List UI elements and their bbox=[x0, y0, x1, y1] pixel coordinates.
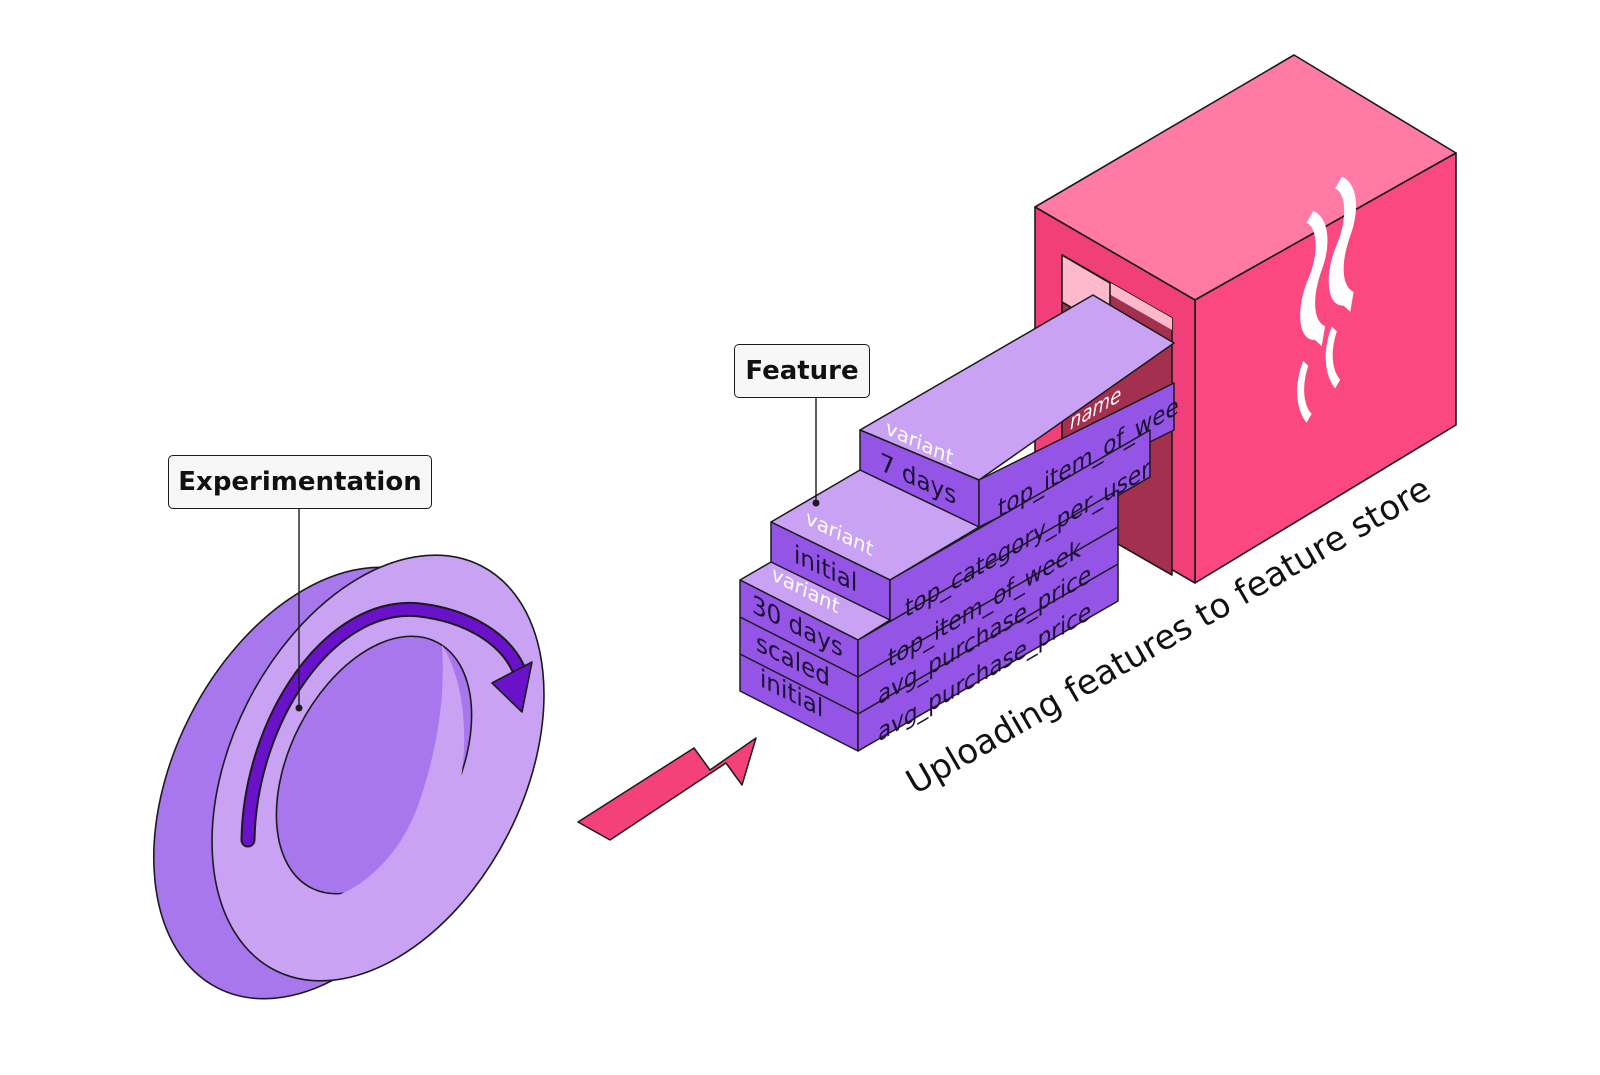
right-arrow-icon bbox=[577, 737, 757, 841]
cycle-arrow-icon bbox=[240, 601, 533, 848]
experimentation-label: Experimentation bbox=[178, 467, 422, 497]
middle-block-side bbox=[889, 429, 1151, 628]
top-block-side bbox=[978, 382, 1175, 528]
feature-leader bbox=[812, 398, 820, 507]
featureform-logo-icon bbox=[1297, 176, 1356, 423]
middle-feature-block bbox=[770, 429, 1151, 628]
top-feature-block bbox=[859, 294, 1175, 528]
ring-inner-wall-light bbox=[300, 645, 465, 917]
experimentation-ring bbox=[152, 554, 545, 1000]
feature-callout: Feature bbox=[734, 344, 870, 398]
feature-label: Feature bbox=[745, 356, 859, 386]
experimentation-callout: Experimentation bbox=[168, 455, 432, 509]
bottom-feature-stack bbox=[739, 489, 1119, 752]
experimentation-leader bbox=[295, 503, 303, 712]
